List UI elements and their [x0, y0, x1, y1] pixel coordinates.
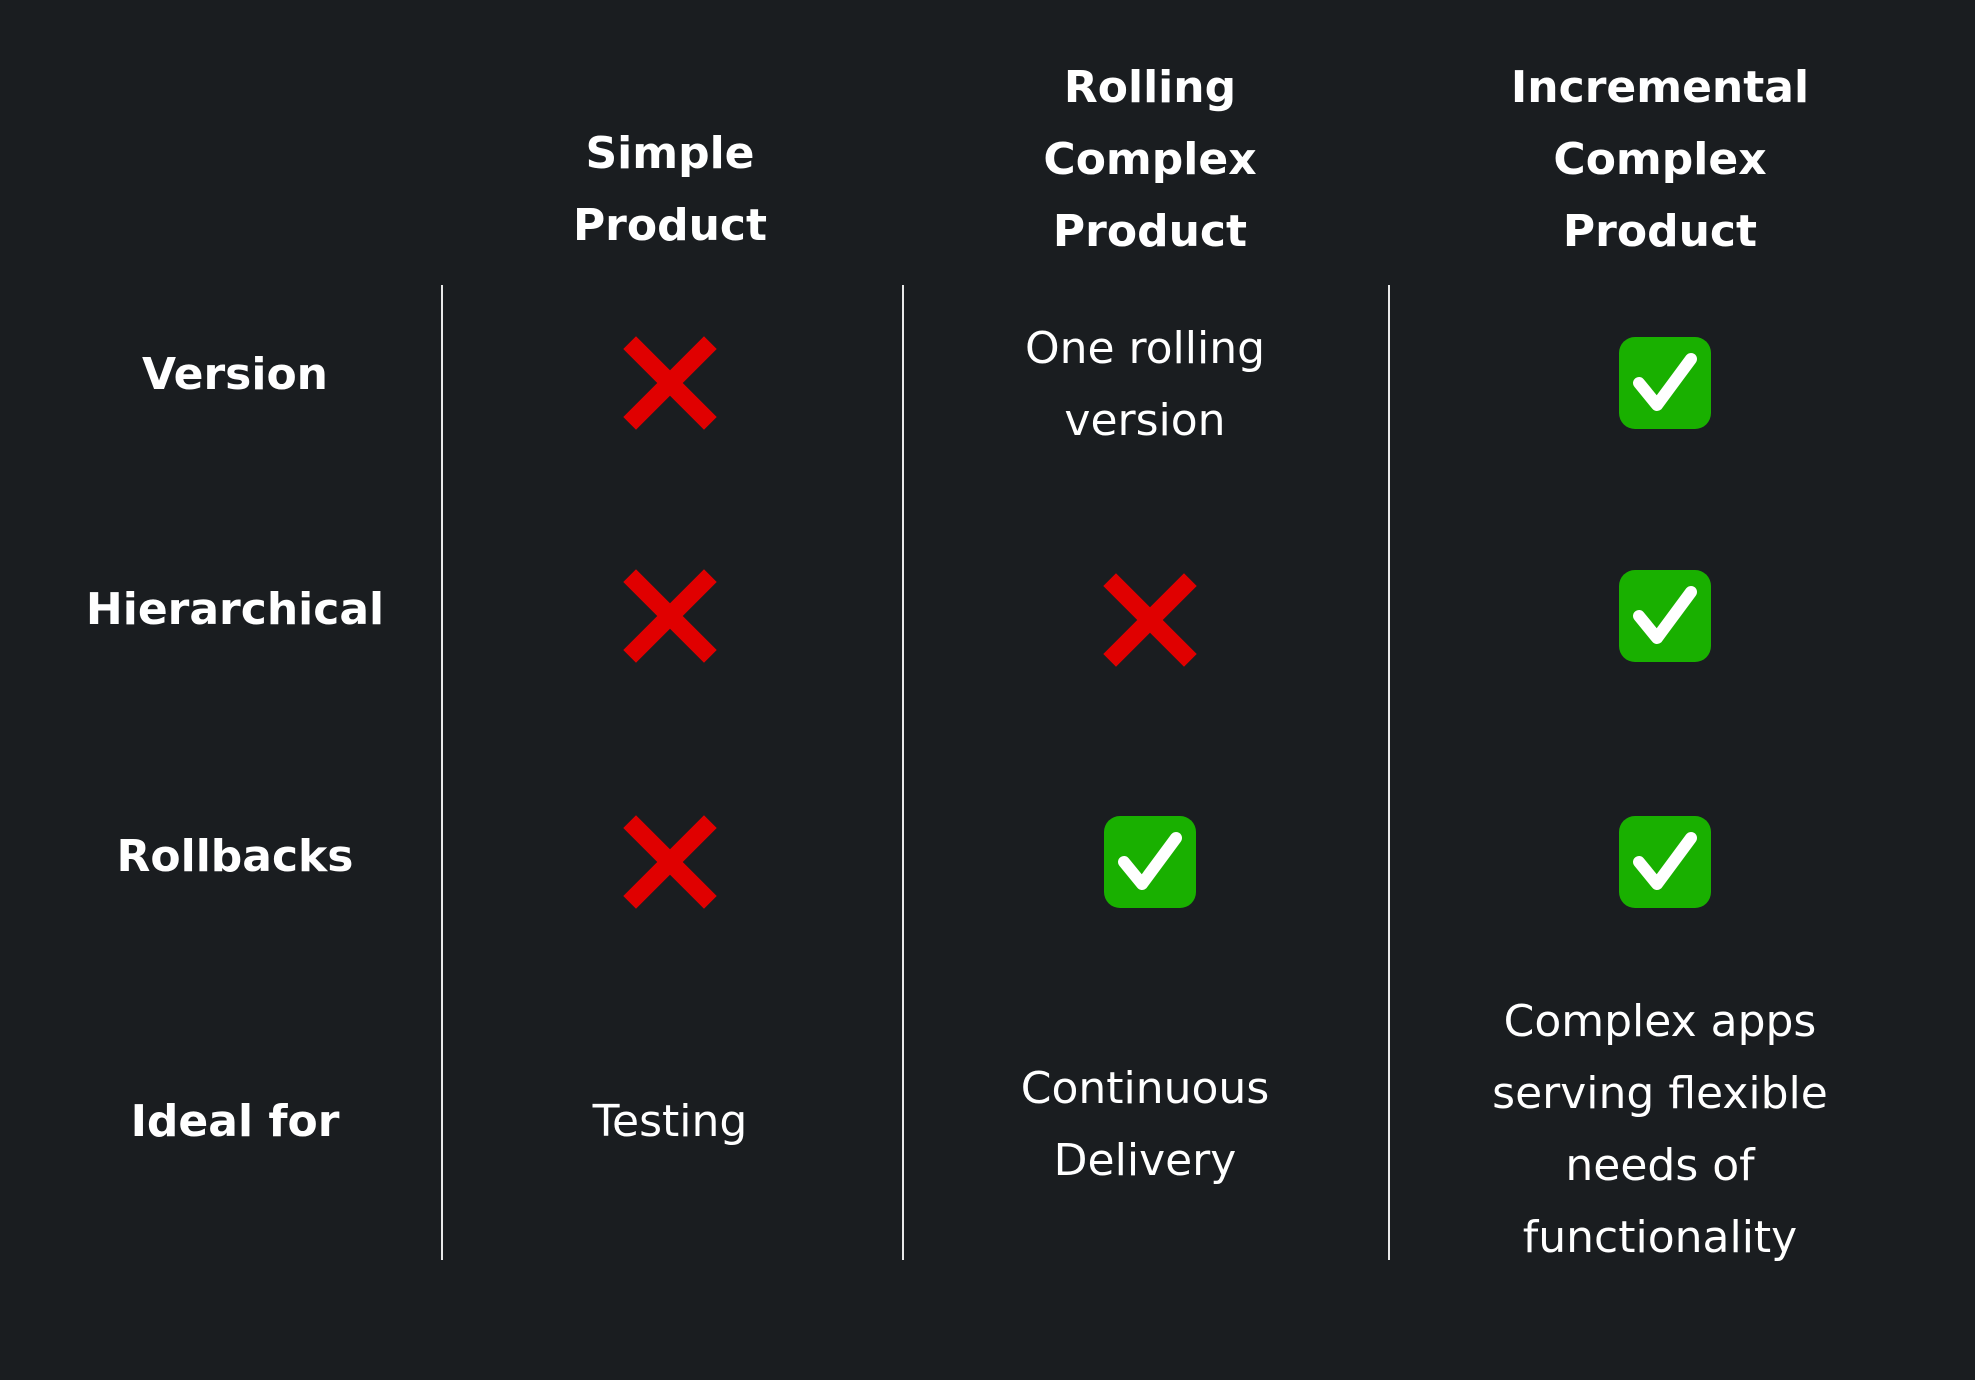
row-header-rollbacks: Rollbacks: [116, 831, 354, 882]
check-mark-icon: [1102, 814, 1198, 910]
row-header-version: Version: [141, 349, 328, 400]
cross-mark-icon: [622, 814, 718, 910]
column-divider-2: [902, 285, 904, 1260]
cross-mark-icon: [622, 335, 718, 431]
cross-mark-icon: [622, 568, 718, 664]
column-divider-3: [1388, 285, 1390, 1260]
cross-mark-icon: [1102, 572, 1198, 668]
row-header-ideal-for: Ideal for: [130, 1096, 340, 1147]
check-mark-icon: [1617, 568, 1713, 664]
column-header-simple: Simple Product: [572, 128, 768, 251]
cell-ideal-for-simple: Testing: [592, 1096, 748, 1147]
column-header-incremental: Incremental Complex Product: [1510, 62, 1810, 257]
check-mark-icon: [1617, 335, 1713, 431]
cell-version-rolling: One rolling version: [1024, 323, 1266, 446]
column-header-rolling: Rolling Complex Product: [1043, 62, 1257, 257]
check-mark-icon: [1617, 814, 1713, 910]
cell-ideal-for-rolling: Continuous Delivery: [1020, 1063, 1270, 1186]
column-divider-1: [441, 285, 443, 1260]
row-header-hierarchical: Hierarchical: [85, 584, 385, 635]
cell-ideal-for-incremental: Complex apps serving flexible needs of f…: [1492, 996, 1828, 1263]
